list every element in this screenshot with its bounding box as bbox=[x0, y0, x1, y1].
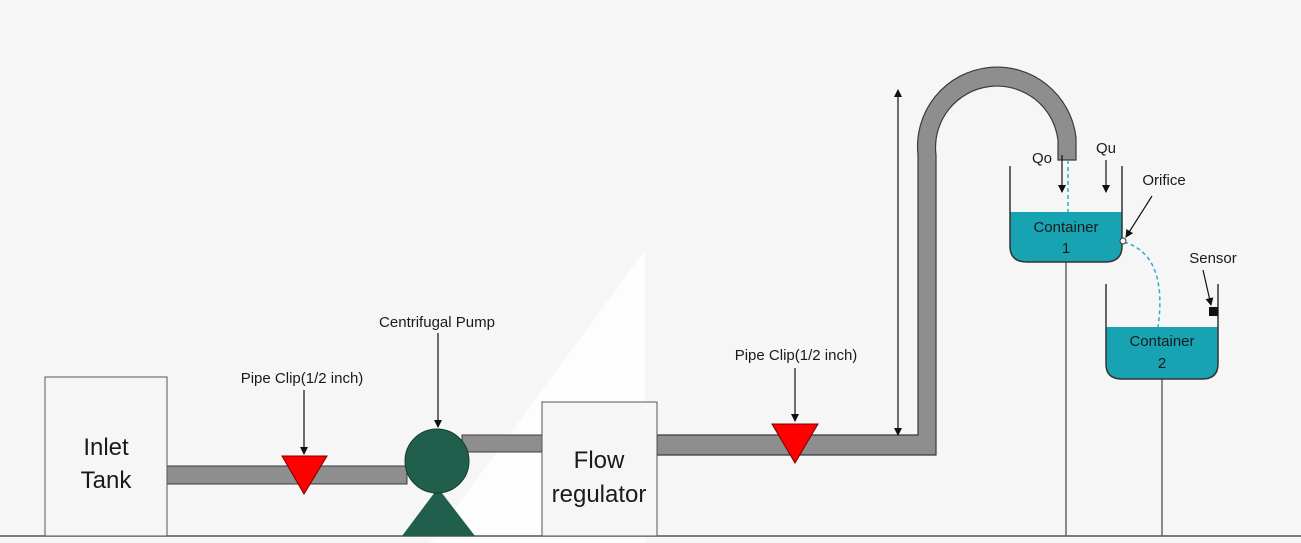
sensor-block bbox=[1209, 307, 1218, 316]
qo-label: Qo bbox=[1032, 150, 1052, 167]
orifice-outflow-stream bbox=[1123, 241, 1161, 328]
container-2: Container 2 bbox=[1105, 284, 1219, 536]
pump-base bbox=[402, 488, 475, 536]
container-1-label-line2: 1 bbox=[1062, 240, 1070, 257]
pipe-inlet-to-pump bbox=[166, 465, 408, 485]
container-1-label-line1: Container bbox=[1033, 219, 1098, 236]
inlet-tank-box bbox=[44, 376, 168, 537]
container-1-water bbox=[1010, 212, 1122, 262]
orifice-hole bbox=[1119, 237, 1127, 245]
sensor-arrow bbox=[1202, 269, 1214, 306]
container-2-label-line1: Container bbox=[1129, 333, 1194, 350]
pipe-regulator-to-outlet bbox=[656, 66, 1077, 456]
pipe-pump-to-regulator bbox=[461, 434, 543, 453]
centrifugal-pump bbox=[402, 428, 475, 536]
pipe-clip-right-label: Pipe Clip(1/2 inch) bbox=[735, 347, 858, 364]
container-1: Container 1 bbox=[1009, 166, 1123, 536]
container-2-label-line2: 2 bbox=[1158, 355, 1166, 372]
inlet-tank-label-line1: Inlet bbox=[83, 434, 129, 461]
pump-label: Centrifugal Pump bbox=[379, 314, 495, 331]
sensor-label: Sensor bbox=[1189, 250, 1237, 267]
container-2-walls bbox=[1105, 284, 1219, 380]
pipe-clip-left-valve bbox=[281, 455, 328, 495]
container-2-water bbox=[1106, 327, 1218, 379]
flow-regulator-label-line1: Flow bbox=[574, 447, 625, 474]
inlet-tank-label-line2: Tank bbox=[81, 467, 133, 494]
qu-label: Qu bbox=[1096, 140, 1116, 157]
pipe-clip-right-valve bbox=[771, 423, 819, 464]
flow-regulator-label-line2: regulator bbox=[552, 481, 647, 508]
flow-regulator: Flow regulator bbox=[541, 401, 658, 537]
pipe-clip-left-label: Pipe Clip(1/2 inch) bbox=[241, 370, 364, 387]
orifice-label: Orifice bbox=[1142, 172, 1185, 189]
pipe-network bbox=[166, 66, 1077, 485]
container-1-walls bbox=[1009, 166, 1123, 263]
inlet-tank: Inlet Tank bbox=[44, 376, 168, 537]
flow-regulator-box bbox=[541, 401, 658, 537]
pump-casing bbox=[404, 428, 470, 494]
orifice-arrow bbox=[1125, 195, 1153, 238]
